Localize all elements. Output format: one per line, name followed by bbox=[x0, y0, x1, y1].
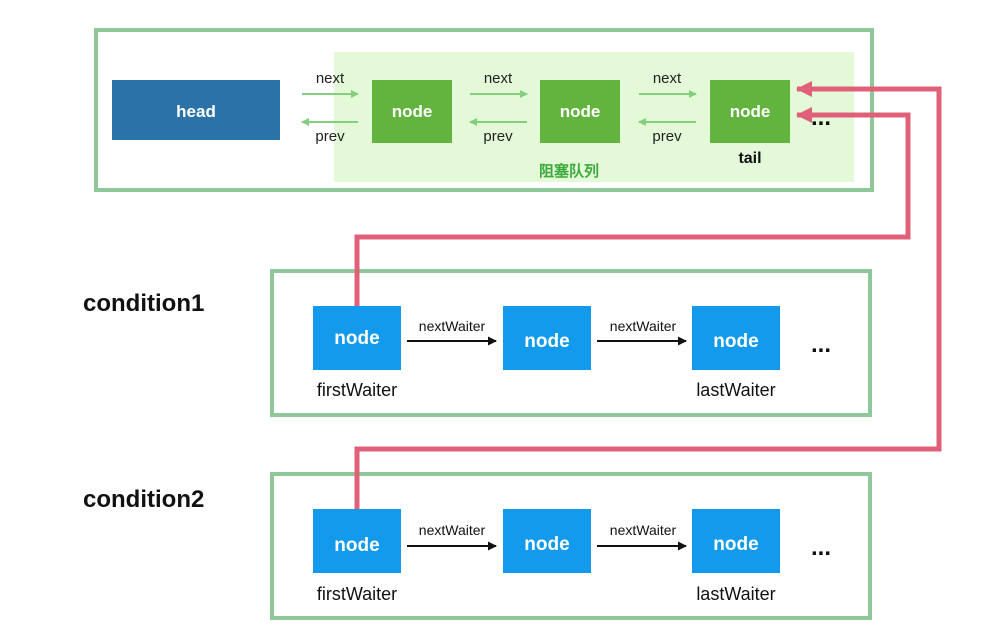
link-node2-node3: next prev bbox=[638, 70, 697, 145]
next-waiter-label: nextWaiter bbox=[610, 522, 677, 538]
condition2-node-2: node bbox=[503, 509, 591, 573]
head-label: head bbox=[176, 102, 216, 121]
condition1-transfer-line bbox=[354, 107, 911, 306]
node-label: node bbox=[730, 102, 771, 121]
condition2-ellipsis: ... bbox=[811, 534, 831, 561]
condition1-ellipsis: ... bbox=[811, 331, 831, 358]
condition1-node-3: node bbox=[692, 306, 780, 370]
node-label: node bbox=[560, 102, 601, 121]
next-label: next bbox=[316, 70, 345, 87]
node-label: node bbox=[334, 328, 379, 349]
condition2-transfer-line bbox=[354, 81, 942, 509]
condition2-title: condition2 bbox=[83, 486, 204, 513]
node-label: node bbox=[713, 331, 758, 352]
next-waiter-label: nextWaiter bbox=[419, 318, 486, 334]
condition2-node-1: node bbox=[313, 509, 401, 573]
last-waiter-label: lastWaiter bbox=[696, 584, 775, 604]
tail-label: tail bbox=[738, 150, 761, 167]
sync-node-1: node bbox=[372, 80, 452, 143]
condition1-node-1: node bbox=[313, 306, 401, 370]
condition2-node-3: node bbox=[692, 509, 780, 573]
prev-label: prev bbox=[652, 128, 682, 145]
next-label: next bbox=[484, 70, 513, 87]
next-waiter-label: nextWaiter bbox=[610, 318, 677, 334]
condition1-node-2: node bbox=[503, 306, 591, 370]
condition1-title: condition1 bbox=[83, 290, 204, 317]
link-head-node1: next prev bbox=[301, 70, 359, 145]
node-label: node bbox=[524, 534, 569, 555]
node-label: node bbox=[524, 331, 569, 352]
last-waiter-label: lastWaiter bbox=[696, 380, 775, 400]
prev-label: prev bbox=[315, 128, 345, 145]
blocking-queue-caption: 阻塞队列 bbox=[539, 162, 599, 180]
prev-label: prev bbox=[483, 128, 513, 145]
node-label: node bbox=[392, 102, 433, 121]
node-label: node bbox=[713, 534, 758, 555]
link-node1-node2: next prev bbox=[469, 70, 528, 145]
first-waiter-label: firstWaiter bbox=[317, 584, 397, 604]
next-waiter-label: nextWaiter bbox=[419, 522, 486, 538]
sync-node-2: node bbox=[540, 80, 620, 143]
sync-node-tail: node bbox=[710, 80, 790, 143]
head-node: head bbox=[112, 80, 280, 140]
first-waiter-label: firstWaiter bbox=[317, 380, 397, 400]
node-label: node bbox=[334, 535, 379, 556]
next-label: next bbox=[653, 70, 682, 87]
